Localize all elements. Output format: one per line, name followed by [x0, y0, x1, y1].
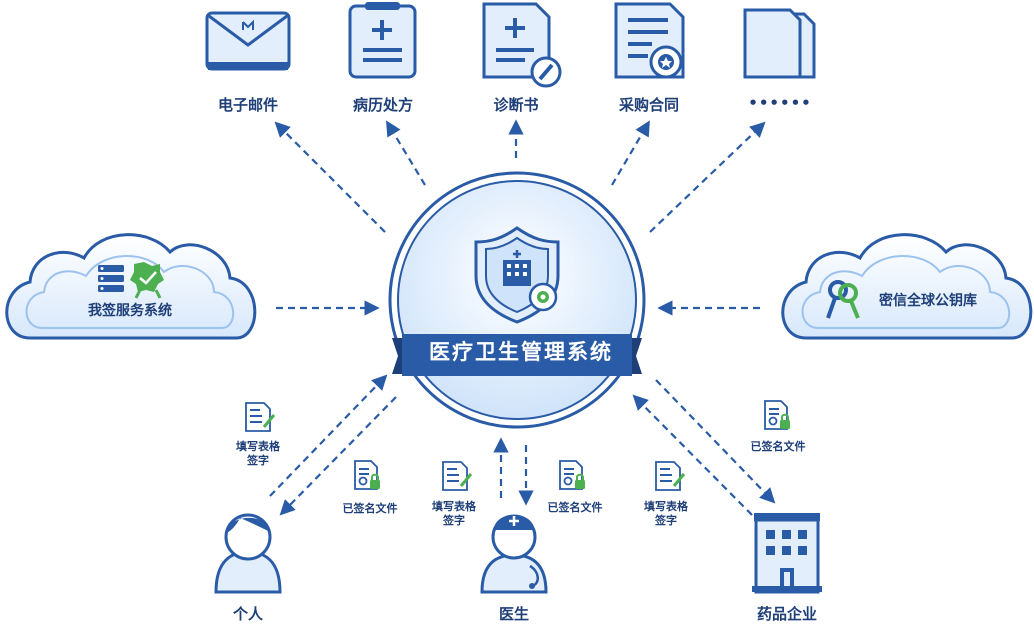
shield-hospital-icon — [474, 226, 560, 324]
center-title: 医疗卫生管理系统 — [429, 340, 613, 364]
document-pen-icon — [482, 2, 562, 88]
central-system — [388, 171, 646, 429]
envelope-icon — [205, 11, 291, 71]
entity-label-individual: 个人 — [232, 605, 263, 623]
entity-label-doctor: 医生 — [498, 605, 529, 623]
flow-label-signed-file-doctor: 已签名文件 — [547, 501, 603, 514]
flow-label-fill-form: 填写表格 签字 — [228, 440, 288, 468]
flow-label-signed-file: 已签名文件 — [342, 502, 398, 515]
doctor-icon — [480, 514, 548, 594]
top-arrows — [269, 119, 776, 516]
left-cloud — [5, 233, 257, 340]
title-banner — [392, 334, 642, 376]
flow-label-signed-file-enterprise: 已签名文件 — [750, 440, 806, 453]
top-label-medical-record: 病历处方 — [352, 96, 413, 114]
entity-label-pharma: 药品企业 — [756, 605, 817, 623]
form-document-icon — [245, 402, 686, 491]
fill-form-text: 填写表格 — [432, 500, 476, 513]
flow-label-fill-form-doctor: 填写表格 签字 — [424, 500, 484, 528]
clipboard-plus-icon — [348, 2, 417, 79]
left-cloud-label: 我签服务系统 — [88, 303, 172, 319]
sign-text: 签字 — [443, 514, 465, 527]
verified-badge-icon — [130, 262, 164, 299]
top-label-more: •••••• — [748, 94, 812, 112]
fill-form-text: 填写表格 — [644, 500, 688, 513]
top-label-contract: 采购合同 — [618, 96, 679, 114]
sign-text: 签字 — [655, 514, 677, 527]
flow-label-fill-form-enterprise: 填写表格 签字 — [636, 500, 696, 528]
keys-icon — [826, 280, 860, 319]
certificate-icon — [614, 2, 685, 79]
building-icon — [752, 513, 822, 594]
right-cloud — [781, 233, 1033, 340]
signed-document-icon — [354, 400, 790, 490]
sign-text: 签字 — [247, 454, 269, 467]
fill-form-text: 填写表格 — [236, 440, 280, 453]
right-cloud-label: 密信全球公钥库 — [879, 293, 977, 309]
person-icon — [214, 513, 282, 594]
top-label-email: 电子邮件 — [217, 96, 278, 114]
top-label-diagnosis: 诊断书 — [493, 96, 539, 114]
server-icon — [98, 265, 124, 292]
stacked-pages-icon — [743, 8, 816, 79]
